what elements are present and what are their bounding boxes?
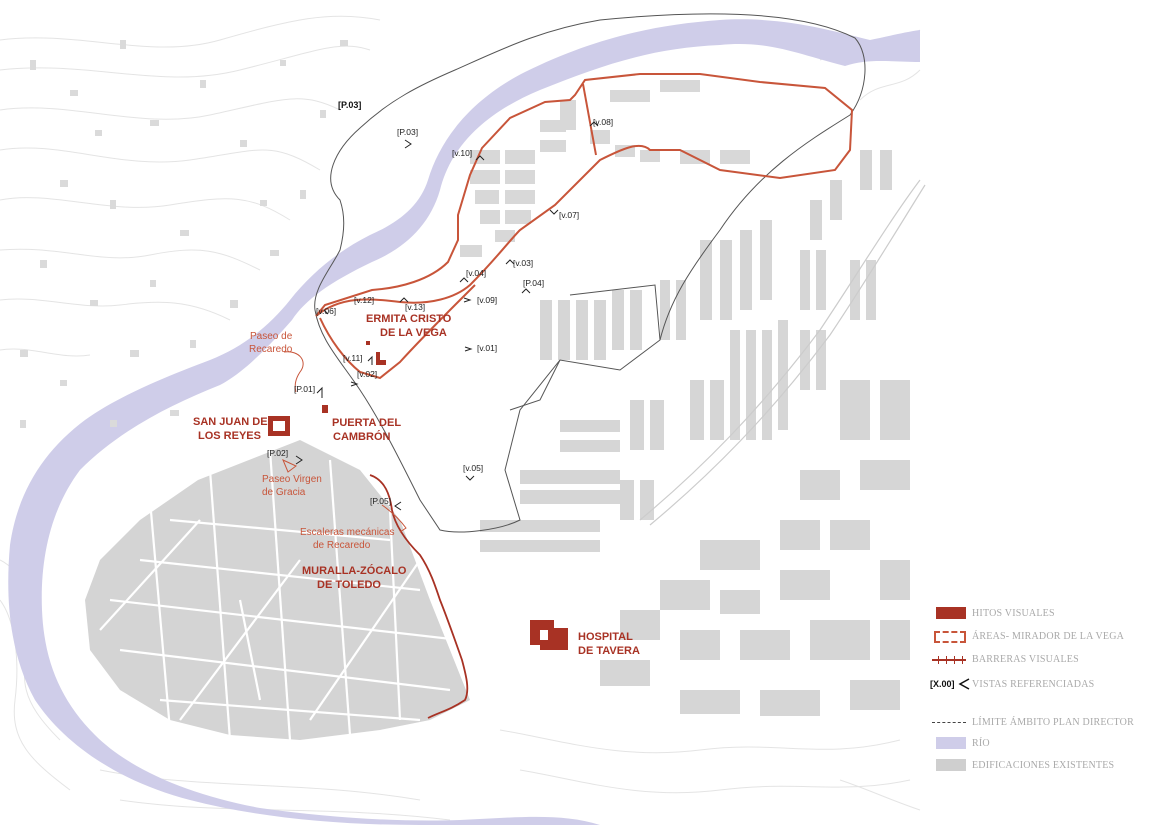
view-p01: [P.01] [294,384,315,394]
view-v05: [v.05] [463,463,483,473]
label-hospital-1: HOSPITAL [578,631,633,643]
river [8,19,920,825]
legend-rio: RÍO [930,734,990,752]
legend-areas-swatch [930,629,966,643]
legend-rio-label: RÍO [972,737,990,749]
view-arrows [295,121,599,511]
label-ermita-1: ERMITA CRISTO [366,313,452,325]
visual-barrier [369,474,469,719]
p03-title: [P.03] [338,100,361,110]
view-v07: [v.07] [559,210,579,220]
view-v01: [v.01] [477,343,497,353]
label-cambron-2: CAMBRÓN [333,430,390,443]
sanjuan-building [268,416,290,436]
ermita-building [376,352,386,365]
place-labels: Paseo de Recaredo Paseo Virgen de Gracia… [249,331,394,551]
buildings-north [460,80,750,257]
legend-edificaciones: EDIFICACIONES EXISTENTES [930,756,1114,774]
legend-vistas: [X.00] VISTAS REFERENCIADAS [930,675,1094,693]
label-escaleras-2: de Recaredo [313,540,371,551]
buildings-east [480,150,910,716]
label-recaredo-2: Recaredo [249,344,293,355]
label-hospital-2: DE TAVERA [578,645,640,657]
legend-hitos: HITOS VISUALES [930,604,1055,622]
landmark-labels: ERMITA CRISTO DE LA VEGA SAN JUAN DE LOS… [193,313,640,657]
view-p04: [P.04] [523,278,544,288]
legend-barreras: BARRERAS VISUALES [930,650,1079,668]
view-v03: [v.03] [513,258,533,268]
legend-edificaciones-swatch [930,758,966,772]
label-muralla-2: DE TOLEDO [317,579,381,591]
view-v09: [v.09] [477,295,497,305]
label-sanjuan-2: LOS REYES [198,430,261,442]
view-v08: [v.08] [593,117,613,127]
plan-boundary [314,13,866,533]
landmark-markers [268,341,568,650]
legend-areas-label: ÁREAS- MIRADOR DE LA VEGA [972,630,1125,642]
view-labels: [v.08] [v.10] [v.07] [v.03] [v.04] [v.09… [267,100,613,506]
mirador-areas [315,73,854,380]
label-muralla-1: MURALLA-ZÓCALO [302,564,407,577]
place-paths [282,351,407,533]
label-cambron-1: PUERTA DEL [332,417,401,429]
legend-areas: ÁREAS- MIRADOR DE LA VEGA [930,627,1124,645]
legend-vistas-swatch: [X.00] [930,677,970,691]
legend-limite-label: LÍMITE ÁMBITO PLAN DIRECTOR [972,716,1134,728]
old-city-streets [99,449,461,741]
view-v02: [v.02] [357,369,377,379]
legend-barreras-swatch [930,652,966,666]
label-ermita-2: DE LA VEGA [380,327,447,339]
view-v12: [v.12] [354,295,374,305]
cambron-gate [322,405,328,413]
legend-edificaciones-label: EDIFICACIONES EXISTENTES [972,759,1115,771]
view-v10: [v.10] [452,148,472,158]
legend-limite: LÍMITE ÁMBITO PLAN DIRECTOR [930,713,1134,731]
view-p03: [P.03] [397,127,418,137]
legend-barreras-label: BARRERAS VISUALES [972,653,1079,665]
view-p02: [P.02] [267,448,288,458]
legend-vistas-label: VISTAS REFERENCIADAS [972,678,1095,690]
legend-hitos-label: HITOS VISUALES [972,607,1055,619]
legend-rio-swatch [930,736,966,750]
label-virgen-2: de Gracia [262,487,306,498]
view-p05: [P.05] [370,496,391,506]
view-v04: [v.04] [466,268,486,278]
label-escaleras-1: Escaleras mecánicas [300,527,394,538]
legend-limite-swatch [930,715,966,729]
view-v13: [v.13] [405,302,425,312]
view-v11: [v.11] [343,353,363,363]
view-v06: [v.06] [316,306,336,316]
buildings-outskirts [20,40,348,428]
view-arrow-icon [958,678,970,690]
label-sanjuan-1: SAN JUAN DE [193,416,268,428]
hospital-building [530,620,568,650]
road-east [639,179,926,526]
legend-hitos-swatch [930,606,966,620]
label-virgen-1: Paseo Virgen [262,474,322,485]
label-recaredo-1: Paseo de [250,331,293,342]
legend-vistas-code: [X.00] [930,679,955,689]
ermita-marker [366,341,370,345]
